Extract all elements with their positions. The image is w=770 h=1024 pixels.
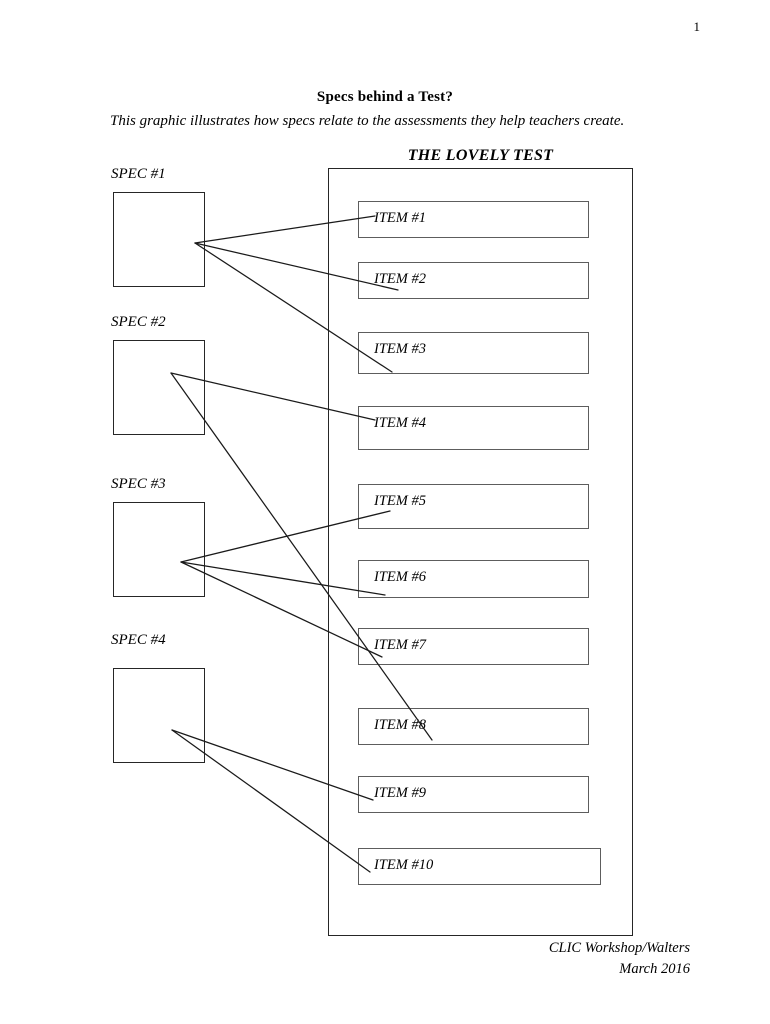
item-box-5: ITEM #5 bbox=[358, 484, 589, 529]
spec-label-2: SPEC #2 bbox=[111, 314, 166, 330]
item-box-4: ITEM #4 bbox=[358, 406, 589, 450]
item-label-3: ITEM #3 bbox=[374, 341, 426, 357]
footer-line-2: March 2016 bbox=[619, 961, 690, 977]
item-label-6: ITEM #6 bbox=[374, 569, 426, 585]
item-label-9: ITEM #9 bbox=[374, 785, 426, 801]
item-label-4: ITEM #4 bbox=[374, 415, 426, 431]
item-label-10: ITEM #10 bbox=[374, 857, 434, 873]
item-box-6: ITEM #6 bbox=[358, 560, 589, 598]
footer-line-1: CLIC Workshop/Walters bbox=[548, 940, 690, 956]
spec-label-3: SPEC #3 bbox=[111, 476, 166, 492]
item-label-5: ITEM #5 bbox=[374, 493, 426, 509]
item-label-1: ITEM #1 bbox=[374, 210, 426, 226]
item-box-10: ITEM #10 bbox=[358, 848, 601, 885]
item-box-3: ITEM #3 bbox=[358, 332, 589, 374]
spec-label-1: SPEC #1 bbox=[111, 166, 166, 182]
item-box-9: ITEM #9 bbox=[358, 776, 589, 813]
item-label-8: ITEM #8 bbox=[374, 717, 426, 733]
item-label-7: ITEM #7 bbox=[374, 637, 426, 653]
item-box-1: ITEM #1 bbox=[358, 201, 589, 238]
spec-box-1 bbox=[113, 192, 205, 287]
test-heading: THE LOVELY TEST bbox=[407, 147, 554, 164]
item-box-8: ITEM #8 bbox=[358, 708, 589, 745]
page-subtitle: This graphic illustrates how specs relat… bbox=[110, 113, 625, 129]
spec-box-4 bbox=[113, 668, 205, 763]
footer: CLIC Workshop/Walters March 2016 bbox=[0, 938, 690, 980]
spec-box-2 bbox=[113, 340, 205, 435]
page-number: 1 bbox=[693, 19, 701, 34]
item-box-7: ITEM #7 bbox=[358, 628, 589, 665]
page-title: Specs behind a Test? bbox=[316, 89, 454, 105]
spec-box-3 bbox=[113, 502, 205, 597]
spec-label-4: SPEC #4 bbox=[111, 632, 166, 648]
item-box-2: ITEM #2 bbox=[358, 262, 589, 299]
item-label-2: ITEM #2 bbox=[374, 271, 426, 287]
